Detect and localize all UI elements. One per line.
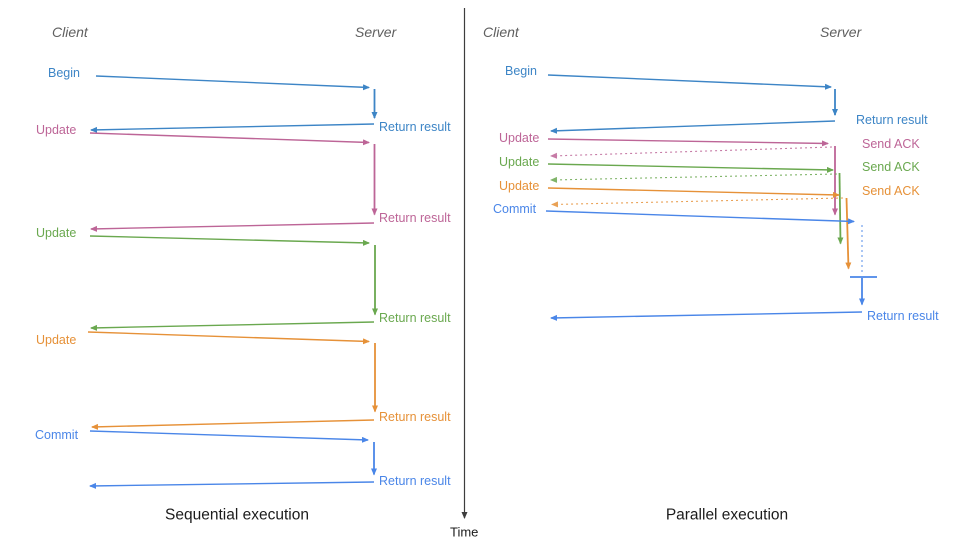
- par-server-header: Server: [820, 24, 863, 40]
- seq-commit-response-label: Return result: [379, 474, 451, 488]
- par-row-update-2: Update Send ACK: [499, 155, 920, 245]
- par-message-label-update-3: Update: [499, 179, 539, 193]
- seq-client-header: Client: [52, 24, 89, 40]
- par-row-begin: Begin Return result: [505, 64, 928, 134]
- parallel-panel: Client Server Begin Return result Update…: [483, 24, 939, 524]
- seq-update3-request-arrow: [87, 331, 370, 345]
- par-message-label-update-1: Update: [499, 131, 539, 145]
- seq-server-header: Server: [355, 24, 398, 40]
- par-begin-response-label: Return result: [856, 113, 928, 127]
- par-commit-return-arrow: [550, 311, 863, 321]
- seq-row-update-1: Update Return result: [36, 123, 451, 232]
- seq-update3-return-arrow: [91, 419, 375, 430]
- par-update2-ack-arrow: [550, 173, 838, 183]
- seq-commit-return-arrow: [89, 481, 375, 489]
- seq-update2-return-arrow: [90, 321, 375, 331]
- par-update2-server-processing: [837, 172, 844, 245]
- par-update2-ack-label: Send ACK: [862, 160, 920, 174]
- time-axis: Time: [450, 8, 478, 540]
- seq-row-update-3: Update Return result: [36, 331, 451, 430]
- parallel-panel-title: Parallel execution: [666, 507, 788, 524]
- par-row-update-3: Update Send ACK: [499, 179, 920, 270]
- par-client-header: Client: [483, 24, 520, 40]
- par-row-update-1: Update Send ACK: [499, 131, 920, 216]
- seq-row-update-2: Update Return result: [36, 226, 451, 331]
- par-update3-server-processing: [845, 197, 852, 270]
- par-update3-ack-arrow: [551, 197, 844, 208]
- par-message-label-begin: Begin: [505, 64, 537, 78]
- seq-update1-return-arrow: [90, 222, 375, 232]
- seq-message-label-begin: Begin: [48, 66, 80, 80]
- par-update3-ack-label: Send ACK: [862, 184, 920, 198]
- par-update1-ack-arrow: [550, 146, 833, 159]
- sequential-panel-title: Sequential execution: [165, 507, 309, 524]
- seq-update3-response-label: Return result: [379, 410, 451, 424]
- seq-commit-request-arrow: [89, 430, 369, 443]
- sequential-panel: Client Server Begin Return result Update…: [35, 24, 451, 524]
- seq-update2-request-arrow: [89, 235, 370, 246]
- seq-message-label-update-2: Update: [36, 226, 76, 240]
- par-update1-request-arrow: [547, 138, 829, 147]
- seq-begin-request-arrow: [95, 75, 370, 91]
- seq-message-label-commit: Commit: [35, 428, 79, 442]
- time-axis-label: Time: [450, 525, 478, 540]
- seq-begin-return-arrow: [90, 123, 375, 133]
- seq-begin-response-label: Return result: [379, 120, 451, 134]
- par-message-label-commit: Commit: [493, 202, 537, 216]
- par-update3-request-arrow: [547, 187, 840, 198]
- par-commit-request-arrow: [545, 210, 855, 225]
- seq-update1-request-arrow: [89, 132, 370, 146]
- seq-message-label-update-3: Update: [36, 333, 76, 347]
- seq-update1-response-label: Return result: [379, 211, 451, 225]
- par-row-commit: Commit Return result: [493, 202, 939, 323]
- par-commit-response-label: Return result: [867, 309, 939, 323]
- par-update2-request-arrow: [547, 163, 834, 173]
- seq-message-label-update-1: Update: [36, 123, 76, 137]
- seq-update2-response-label: Return result: [379, 311, 451, 325]
- seq-row-begin: Begin Return result: [48, 66, 451, 134]
- par-update1-ack-label: Send ACK: [862, 137, 920, 151]
- par-begin-return-arrow: [550, 120, 836, 134]
- seq-row-commit: Commit Return result: [35, 428, 451, 489]
- par-begin-request-arrow: [547, 74, 832, 90]
- par-message-label-update-2: Update: [499, 155, 539, 169]
